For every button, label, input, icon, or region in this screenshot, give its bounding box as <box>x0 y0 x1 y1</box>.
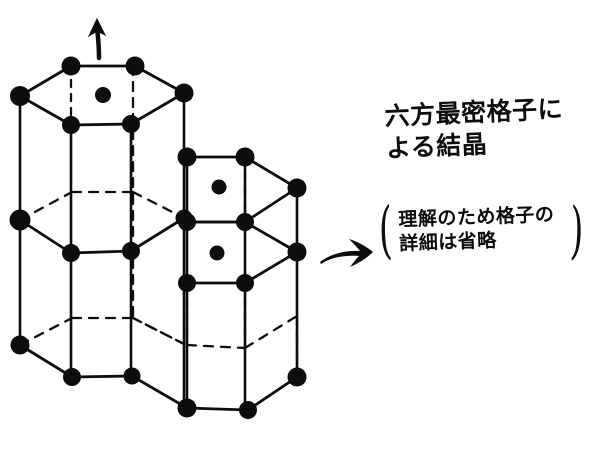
up-arrow <box>87 17 107 61</box>
note-paren-open: ( <box>377 192 394 267</box>
left-prism-middle-face-front <box>18 216 186 255</box>
face-center-atom <box>211 179 227 195</box>
right-prism-bottom-face-front <box>185 375 299 412</box>
note-paren-close: ) <box>569 193 585 268</box>
lattice-atoms <box>9 56 307 419</box>
left-prism-vertical-edges <box>18 91 186 410</box>
title-annotation: 六方最密格子に よる結晶 <box>384 94 564 163</box>
right-prism-top-face <box>185 155 299 224</box>
face-center-atom <box>95 87 111 103</box>
right-prism-middle-face <box>185 220 299 285</box>
right-prism-bottom-face-back <box>185 314 299 379</box>
right-prism-hidden-vertical-edges <box>185 155 247 350</box>
left-prism-middle-face-back <box>18 190 186 222</box>
face-center-atom <box>209 245 225 261</box>
pointer-arrow <box>320 239 373 267</box>
connecting-hidden-edges <box>129 216 186 346</box>
left-prism-bottom-face-back <box>18 316 186 347</box>
note-annotation: 理解のため格子の 詳細は省略 <box>398 203 555 256</box>
left-prism-bottom-face-front <box>18 343 189 410</box>
